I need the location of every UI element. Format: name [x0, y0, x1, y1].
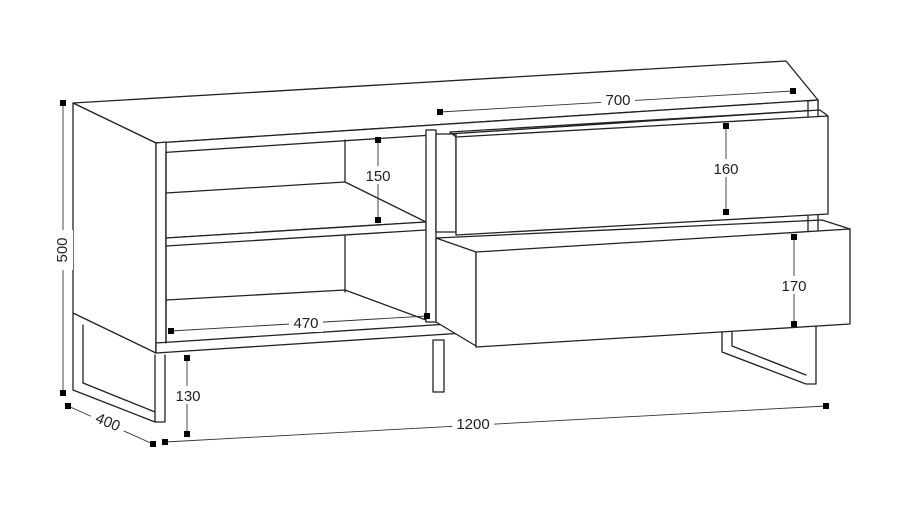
leg-frame-left-inner — [82, 324, 156, 413]
divider-panel — [425, 129, 437, 323]
dim-height-end-bottom — [60, 390, 66, 396]
dimension-labels: 500 400 1200 130 150 470 700 160 170 — [53, 91, 811, 439]
label-shelf-width: 470 — [293, 315, 318, 332]
label-height: 500 — [54, 237, 71, 262]
left-side-panel — [72, 102, 157, 354]
dim-drawer-width-end-left — [437, 109, 443, 115]
dim-shelf-width-end-left — [168, 328, 174, 334]
dim-leg-end-top — [184, 355, 190, 361]
dim-shelf-width-end-right — [424, 313, 430, 319]
dim-drawer-bottom-end-b — [791, 321, 797, 327]
drawer-bottom-front — [475, 228, 851, 348]
opening-floor — [165, 289, 427, 321]
drawers — [435, 109, 851, 348]
label-width: 1200 — [456, 416, 489, 433]
dim-shelf-end-bottom — [375, 217, 381, 223]
dim-shelf-end-top — [375, 137, 381, 143]
label-drawer-bottom-height: 170 — [781, 278, 806, 295]
drawer-top-lip — [449, 109, 829, 138]
label-drawer-top-height: 160 — [713, 161, 738, 178]
drawer-top-front — [455, 115, 829, 236]
drawer-bottom-top-edge — [435, 219, 851, 239]
label-drawer-section-width: 700 — [605, 92, 630, 109]
left-front-stile — [155, 141, 167, 354]
dim-leg-end-bottom — [184, 431, 190, 437]
legs-left — [72, 312, 166, 423]
dim-width-end-right — [823, 403, 829, 409]
label-leg-height: 130 — [175, 388, 200, 405]
dim-depth-end-a — [65, 403, 71, 409]
dim-drawer-bottom-end-a — [791, 234, 797, 240]
dim-depth-end-b — [150, 441, 156, 447]
drawer-top-side — [435, 133, 457, 233]
dim-drawer-top-end-a — [723, 123, 729, 129]
dim-drawer-width-end-right — [790, 88, 796, 94]
dim-drawer-top-end-b — [723, 209, 729, 215]
legs-back — [432, 319, 817, 393]
leg-frame-right — [721, 319, 817, 385]
dim-height-end-top — [60, 100, 66, 106]
label-shelf-spacing: 150 — [365, 168, 390, 185]
leg-front-middle — [432, 339, 445, 393]
dim-width-line — [164, 405, 827, 443]
dim-width-end-left — [162, 439, 168, 445]
